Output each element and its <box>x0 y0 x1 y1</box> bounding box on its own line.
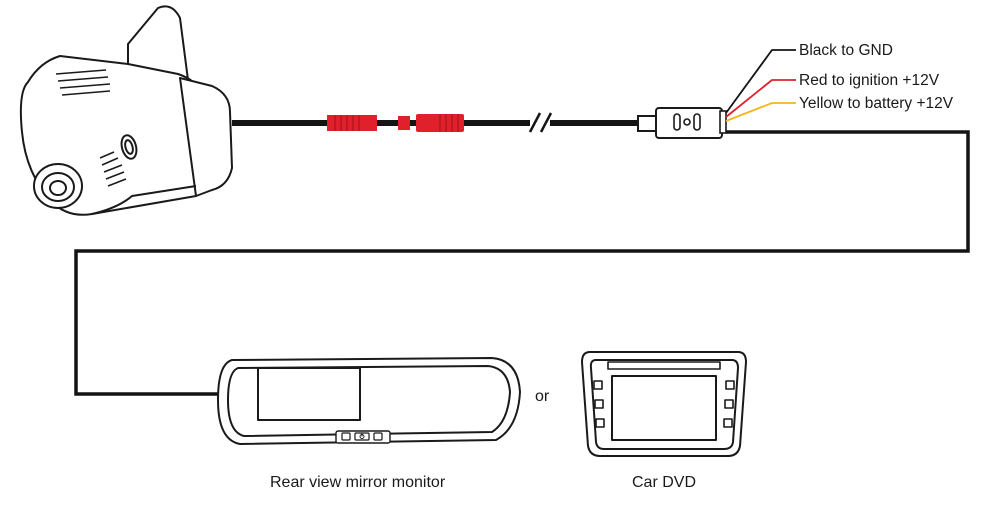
red-connector-left <box>327 115 410 131</box>
dashcam-icon <box>19 5 233 216</box>
red-connector-right <box>416 114 464 132</box>
rear-view-mirror-monitor-icon <box>217 357 521 445</box>
power-icon <box>359 433 365 439</box>
label-red-wire: Red to ignition +12V <box>799 72 940 89</box>
usb-plug-icon <box>637 107 727 139</box>
power-wires <box>725 49 796 122</box>
cable-break-marker <box>528 112 553 133</box>
video-cable <box>74 130 970 396</box>
label-or: or <box>535 388 550 405</box>
car-dvd-unit-icon <box>581 351 747 457</box>
caption-mirror-monitor: Rear view mirror monitor <box>270 474 446 491</box>
caption-car-dvd: Car DVD <box>632 474 697 491</box>
label-yellow-wire: Yellow to battery +12V <box>799 95 954 112</box>
label-black-wire: Black to GND <box>799 42 893 59</box>
